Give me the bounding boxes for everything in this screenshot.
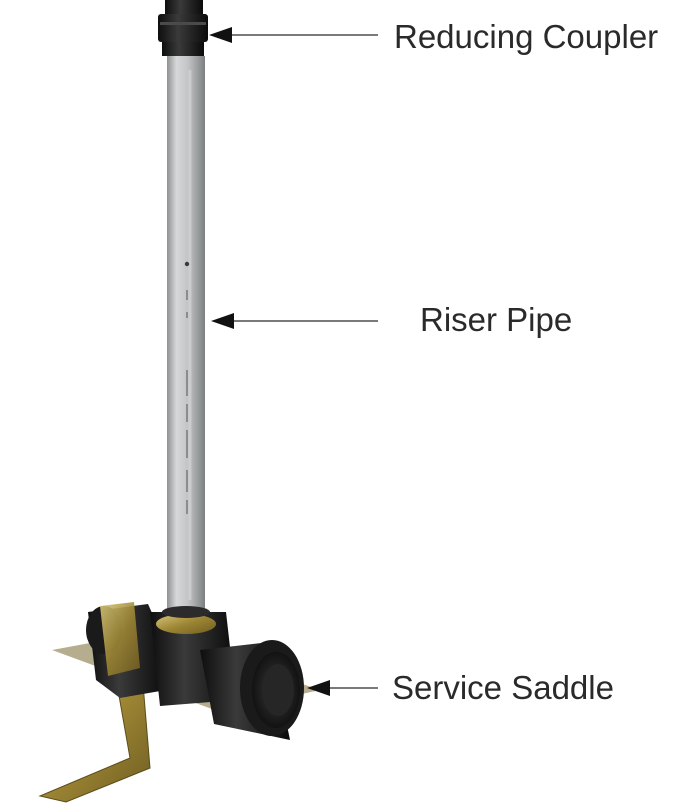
arrow-icon	[211, 313, 234, 329]
label-service-saddle: Service Saddle	[392, 669, 614, 706]
service-saddle	[38, 602, 320, 803]
arrow-icon	[307, 680, 330, 696]
arrow-icon	[209, 27, 232, 43]
label-reducing-coupler: Reducing Coupler	[394, 18, 659, 55]
callout-saddle-pointer	[307, 680, 378, 696]
callout-coupler-pointer	[209, 27, 378, 43]
reducing-coupler	[158, 0, 208, 56]
riser-pipe	[167, 56, 205, 614]
label-riser-pipe: Riser Pipe	[420, 301, 573, 338]
callout-riser-pointer	[211, 313, 378, 329]
